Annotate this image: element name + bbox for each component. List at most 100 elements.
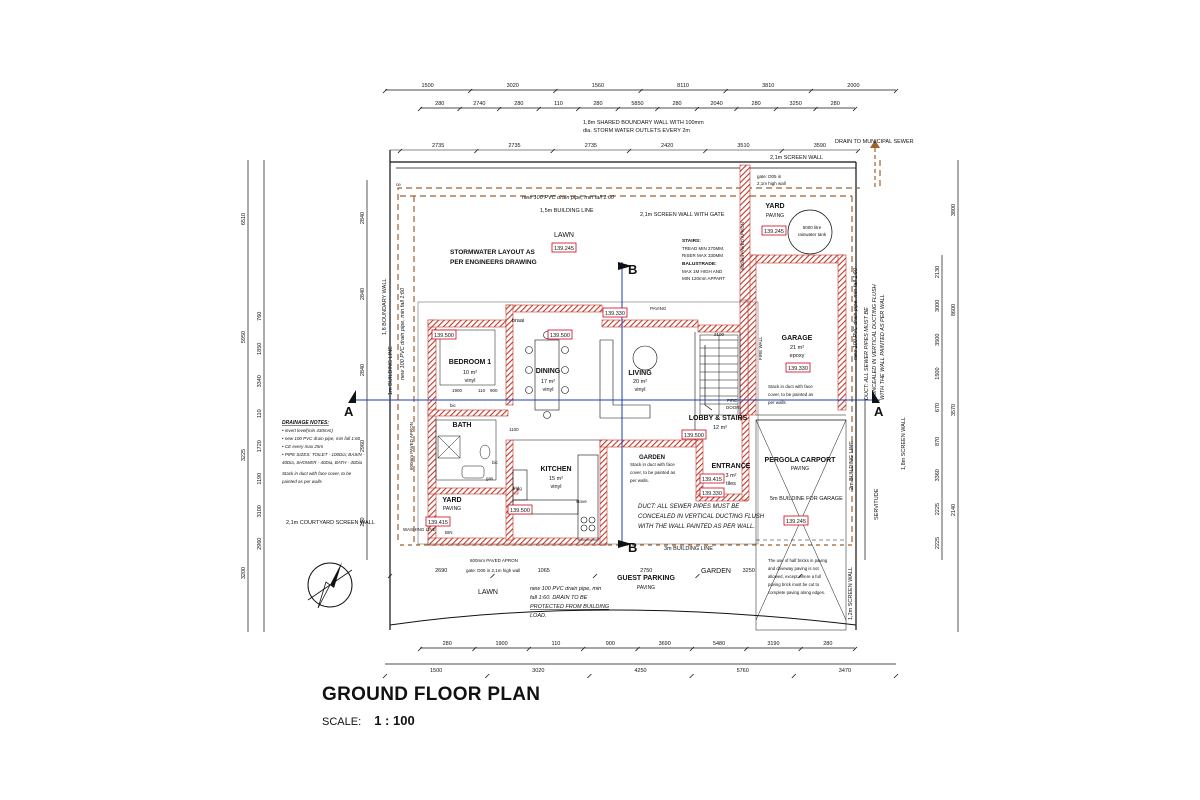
dimension-tick [798,646,803,652]
site-boundary [389,150,857,630]
north-arrow-icon [307,562,353,609]
note-drainage-3: • CE every max 25m [282,444,323,449]
label-ce: ce [396,182,401,187]
room-kitchen: KITCHEN [540,466,571,473]
room-bedroom-area: 10 m² [463,370,477,376]
dimension-tick [779,148,784,154]
room-entrance-fin: tiles [726,481,736,487]
dimension-tick [382,673,388,679]
note-screen-12-right: 1,2m SCREEN WALL [848,567,854,620]
label-dim-1100: 1100 [509,427,519,432]
note-paving-4: paving brick must be cut to [768,582,820,587]
label-fridge: fridg [513,486,522,491]
dimension-tick [743,646,749,652]
spot-level-value: 139.245 [554,246,574,252]
note-stairs: STAIRS: [682,238,701,244]
top-dim-label-2: 280 [514,101,523,107]
scale-value: 1 : 100 [374,713,415,728]
bottom-dim-label-2: 1500 [430,668,442,674]
note-duct-2: CONCEALED IN VERTICAL DUCTING FLUSH [638,514,765,520]
note-gate-top: gate: D05 in [757,174,782,179]
note-gate-top-2: 2,1m high wall [757,181,786,186]
top-dim-label-2: 280 [435,101,444,107]
note-drainage-2: • new 100 PVC drain pipe, min fall 1:60 [282,436,361,441]
bottom-dim-label: 3190 [767,641,779,647]
left-small-dim-label: 2960 [257,538,263,550]
label-dim-2100: 2100 [714,332,725,337]
left-small-dim-label: 3340 [257,375,263,387]
right-inner-dim-label: 670 [935,403,941,412]
note-balust: BALUSTRADE: [682,261,717,267]
left-small-dim-label: 1190 [257,473,263,485]
bottom-dim-label: 280 [823,641,832,647]
dimension-tick [703,148,708,154]
left-small-dim-label: 1720 [257,440,263,452]
note-building-line-left: 1m BUILDING LINE [388,346,394,395]
left-small-dim-label: 110 [257,409,263,418]
dimension-tick [626,148,632,154]
right-dim-label: 3570 [951,404,957,416]
note-drainage-7: painted as per walls [281,479,323,484]
top-dim-label-2: 110 [554,101,563,107]
note-stack-garage-2: cover, to be painted as [768,392,814,397]
dimension-tick [587,673,592,679]
top-dim-label-2: 2040 [710,101,722,107]
dimension-tick [490,573,495,579]
room-guest-parking-sub: PAVING [637,585,655,591]
side-dimension-labels: 6510595032253200284028402840296028076018… [241,204,957,579]
dimension-tick [417,106,423,112]
dimension-tick [695,573,700,579]
top-dim-label: 3020 [507,83,519,89]
room-dining-fin: vinyl [542,387,553,393]
note-paving-1: The use of half bricks in paving [768,558,828,563]
spot-level-box [547,329,573,340]
note-shared-wall-1: 1,8m SHARED BOUNDARY WALL WITH 100mm [583,120,704,126]
dimension-tick [592,573,598,579]
top-dim-label-3: 3510 [737,143,749,149]
spot-level-value: 139.500 [550,333,570,339]
note-duct-r1: DUCT: ALL SEWER PIPES MUST BE [864,307,870,400]
room-labels: LAWN YARD PAVING 5000 litre rainwater ta… [442,203,836,596]
note-screen-18-right: 1,8m SCREEN WALL [901,417,907,470]
room-yard-top-sub: PAVING [766,213,784,219]
bottom-dim-label: 5480 [713,641,725,647]
note-bin: BIN [445,530,453,535]
bottom-dim-label: 900 [606,641,615,647]
label-gas: gas [486,476,494,481]
left-inner-dim-label: 2840 [360,212,366,224]
note-stormwater-1: STORMWATER LAYOUT AS [450,249,536,256]
note-stack-kitchen-1: Stack in duct with face [630,462,675,467]
dimension-tick [457,106,462,112]
note-pvc-bottom-3: PROTECTED FROM BUILDING [530,604,610,610]
bottom-dim-label: 110 [552,641,561,647]
note-building-line-top: 1,5m BUILDING LINE [540,208,594,214]
room-living-area: 20 m² [633,379,647,385]
note-screen-wall-gate: 2,1m SCREEN WALL WITH GATE [640,212,725,218]
braai-label: braai [512,318,524,324]
bottom-dim-label: 1900 [495,641,507,647]
dimension-tick [635,646,640,652]
top-dim-label-2: 280 [672,101,681,107]
right-dim-label: 8600 [951,304,957,316]
spot-level-box [761,225,787,236]
left-inner-dim-label: 2840 [360,364,366,376]
dimension-tick [813,106,818,112]
dimension-tick [638,88,643,94]
right-inner-dim-label: 2130 [935,266,941,278]
note-stack-garage-1: Stack in duct with face [768,384,813,389]
note-courtyard-wall: 2,1m COURTYARD SCREEN WALL [286,520,375,526]
note-stairs-2: RISER MAX 330MM [682,253,723,258]
scale-label: SCALE: [322,716,362,728]
left-inner-dim-label: 2840 [360,288,366,300]
note-paving-top: PAVING [650,306,667,311]
spot-level-value: 139.330 [605,311,625,317]
bottom-dim-label-2: 4250 [634,668,646,674]
left-inner-dim-label: 280 [360,517,366,526]
dimension-tick [694,106,700,112]
dimension-tick [580,646,586,652]
right-dimension-chains [864,160,959,632]
dimension-tick [550,148,555,154]
dimension-tick [467,88,473,94]
room-bedroom: BEDROOM 1 [449,359,492,366]
